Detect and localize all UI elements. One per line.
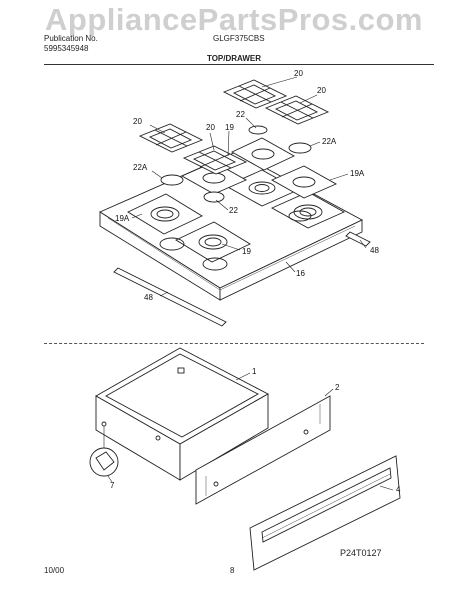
burner-cap-disc [160,174,184,186]
callout-7: 7 [110,481,115,490]
diagram-code: P24T0127 [340,548,382,558]
callout-19A: 19A [115,214,130,223]
callout-2: 2 [335,383,340,392]
callout-22: 22 [229,206,238,215]
callout-48: 48 [370,246,379,255]
burner-pan-raised-right [270,165,338,199]
drawer-body-side [179,393,269,481]
page-number: 8 [230,566,235,575]
burner-pan-front-left [127,193,203,235]
callout-20: 20 [317,86,326,95]
side-trim-right [345,231,371,247]
section-title: TOP/DRAWER [206,54,262,63]
burner-recess [159,237,185,251]
callout-1: 1 [252,367,257,376]
clip-part [95,451,115,471]
drawer-assembly [89,347,401,571]
callout-19: 19 [225,123,234,132]
callout-20: 20 [206,123,215,132]
burner-pan-front-right [175,221,251,263]
callout-48: 48 [144,293,153,302]
callout-19: 19 [242,247,251,256]
footer-date: 10/00 [44,566,65,575]
cooktop-assembly [99,76,371,327]
section-divider [44,343,424,344]
cooktop-side-lip [219,219,363,301]
callout-22A: 22A [322,137,337,146]
callout-20: 20 [133,117,142,126]
callout-19A: 19A [350,169,365,178]
grate-center [182,145,248,175]
grate-rear-left [222,79,288,109]
publication-label: Publication No. [44,34,98,43]
grate-rear-right [264,95,330,125]
burner-cap-disc [203,191,225,203]
callout-22: 22 [236,110,245,119]
side-trim-front [113,267,227,327]
publication-number: 5995345948 [44,44,89,53]
drawer-front-panel [249,455,401,571]
model-number: GLGF375CBS [213,34,265,43]
burner-cap-disc [248,125,268,135]
callout-4: 4 [396,485,401,494]
burner-pan-raised-center [231,137,295,171]
drawer-back-panel [195,395,331,505]
burner-recess [202,257,228,271]
callout-20: 20 [294,69,303,78]
grate-left [138,123,204,153]
title-rule [44,64,434,65]
callout-22A: 22A [133,163,148,172]
burner-cap-disc [288,142,312,154]
callout-16: 16 [296,269,305,278]
watermark: AppliancePartsPros.com [45,2,423,37]
